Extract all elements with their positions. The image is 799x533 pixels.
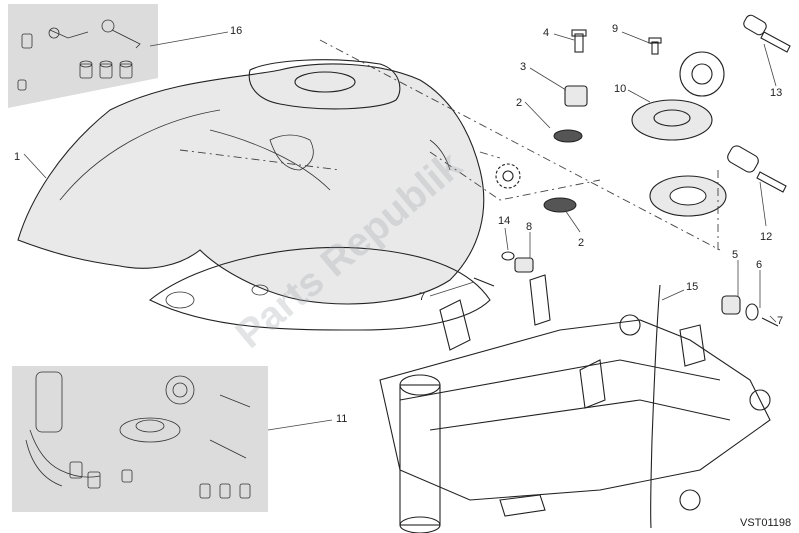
callout-12: 12 [760, 231, 772, 243]
hose [650, 284, 661, 529]
gear-icon [495, 163, 521, 189]
frame [379, 274, 771, 533]
callouts: 1 2 2 3 4 5 6 7 7 8 9 10 11 12 13 14 15 … [14, 23, 783, 425]
key-13 [743, 14, 791, 53]
callout-11: 11 [336, 413, 347, 425]
callout-14: 14 [498, 215, 510, 227]
hardware [473, 29, 779, 327]
inset-panel-11 [12, 366, 268, 512]
callout-2: 2 [516, 97, 522, 109]
inset-panel-16 [8, 4, 158, 108]
assembly-lines [179, 39, 721, 251]
callout-9: 9 [612, 23, 618, 35]
callout-13: 13 [770, 87, 782, 99]
filler-cap-assembly [631, 51, 727, 217]
key-12 [727, 145, 787, 193]
callout-10: 10 [614, 83, 626, 95]
callout-6: 6 [756, 259, 762, 271]
callout-8: 8 [526, 221, 532, 233]
callout-1: 1 [14, 151, 20, 163]
callout-2: 2 [578, 237, 584, 249]
callout-16: 16 [230, 25, 242, 37]
fuel-tank [17, 59, 491, 331]
drawing-code: VST01198 [740, 517, 791, 529]
callout-7: 7 [777, 315, 783, 327]
callout-3: 3 [520, 61, 526, 73]
callout-5: 5 [732, 249, 738, 261]
callout-4: 4 [543, 27, 549, 39]
callout-7: 7 [419, 291, 425, 303]
callout-15: 15 [686, 281, 698, 293]
leader-lines [23, 31, 777, 431]
